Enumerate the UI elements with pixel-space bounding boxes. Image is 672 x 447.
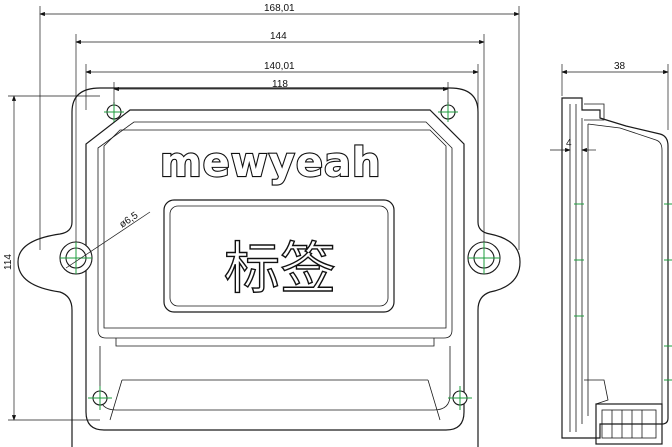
outer-flange-outline xyxy=(17,87,521,447)
label-text: 标签 xyxy=(224,237,336,302)
right-mount-hole xyxy=(467,241,501,275)
label-window-inner xyxy=(169,205,389,307)
dimension-depth: 38 xyxy=(561,61,669,130)
dim-label-body-width: 140,01 xyxy=(264,61,295,72)
label-window xyxy=(163,199,395,313)
dim-label-overall-width: 168,01 xyxy=(264,3,295,14)
dimension-height: 114 xyxy=(3,95,100,421)
lid-screw-bottom-right xyxy=(448,386,472,410)
dimension-body-width: 140,01 xyxy=(85,61,479,110)
left-mount-hole xyxy=(59,241,93,275)
dim-label-hole-spacing: 118 xyxy=(272,79,288,90)
lid-raised-panel xyxy=(103,129,447,329)
dim-label-hole-diameter: ø6,5 xyxy=(118,210,141,231)
dimension-hole-spacing: 118 xyxy=(113,79,449,104)
dimension-hole-diameter: ø6,5 xyxy=(65,210,151,269)
dim-label-mount-width: 144 xyxy=(270,31,287,42)
dimension-mount-width: 144 xyxy=(75,31,485,242)
side-view xyxy=(561,97,672,445)
brand-logo: mewyeah xyxy=(160,140,381,186)
dim-label-height: 114 xyxy=(3,254,14,270)
lid-outline xyxy=(85,109,465,431)
lid-screw-top-left xyxy=(104,102,124,122)
lower-step xyxy=(109,379,441,421)
lower-channel xyxy=(115,338,435,347)
lid-screw-top-right xyxy=(438,102,458,122)
side-connector xyxy=(584,379,663,445)
lid-screw-bottom-left xyxy=(88,386,112,410)
lower-body xyxy=(99,346,451,411)
dim-label-wall: 4 xyxy=(566,138,572,149)
dimension-wall: 4 xyxy=(550,138,596,153)
side-housing-outline xyxy=(561,97,669,439)
front-view: mewyeah 标签 xyxy=(17,87,521,447)
side-shell-inner xyxy=(587,123,663,416)
dim-label-depth: 38 xyxy=(614,61,626,72)
dimension-overall-width: 168,01 xyxy=(39,3,520,250)
lid-inner-outline xyxy=(97,121,453,339)
side-top-cap xyxy=(584,103,605,121)
